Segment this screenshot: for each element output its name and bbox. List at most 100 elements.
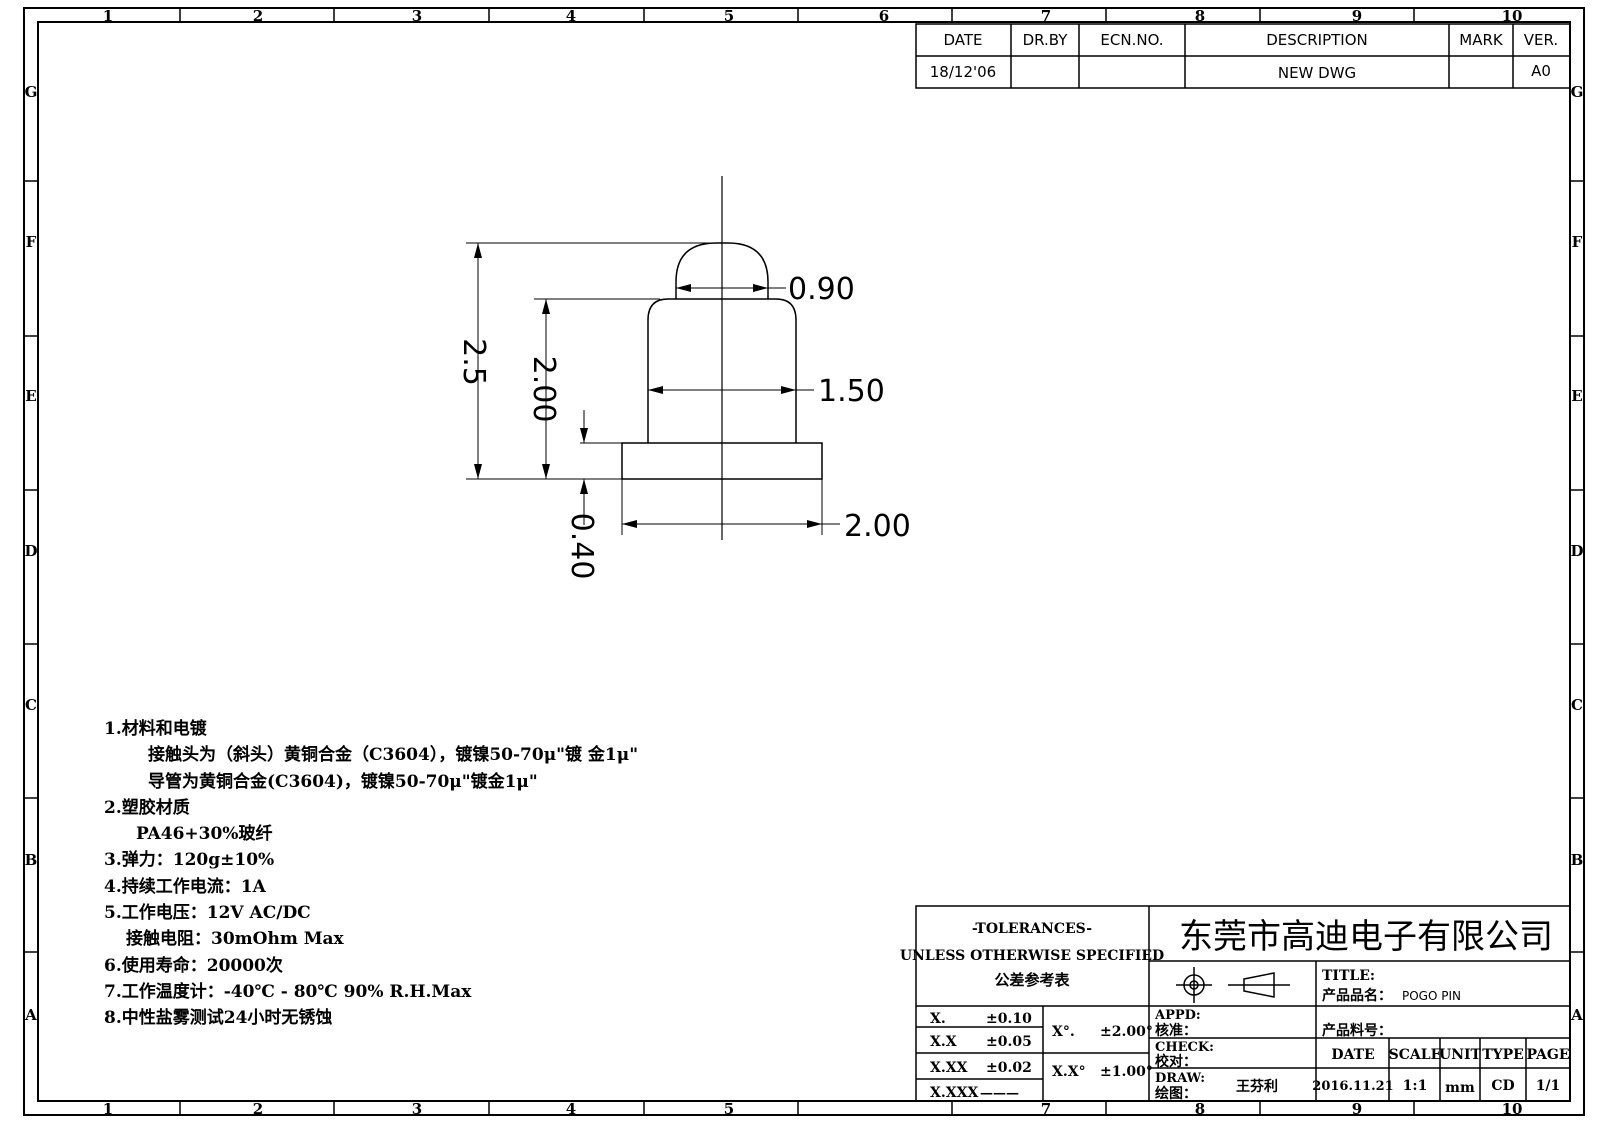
rev-header-description: DESCRIPTION [1266,31,1368,49]
note-line: 7.工作温度计：-40℃ - 80℃ 90% R.H.Max [104,981,472,1002]
col-label-bottom: 5 [724,1100,734,1118]
grid-row-labels: G F E D C B A G F E D C B A [24,83,1583,1024]
rev-description: NEW DWG [1278,64,1356,82]
product-name: POGO PIN [1402,989,1461,1003]
note-line: 8.中性盐雾测试24小时无锈蚀 [104,1008,333,1029]
tolerances-title: -TOLERANCES- [972,921,1092,937]
tolerances-subtitle-cn: 公差参考表 [994,971,1070,989]
info-header-scale: SCALE [1389,1047,1442,1063]
row-label-left: B [25,851,38,869]
tol-angular-label: X.X° [1052,1064,1086,1080]
note-line: 接触电阻：30mOhm Max [126,929,344,950]
col-label-top: 10 [1502,7,1523,25]
tol-angular-value: ±1.00° [1100,1064,1153,1080]
note-line: 2.塑胶材质 [104,797,190,818]
col-label-top: 7 [1041,7,1051,25]
appd-cn-label: 核准： [1155,1022,1197,1039]
info-header-type: TYPE [1482,1047,1524,1063]
tol-label: X.X [930,1034,957,1050]
tol-label: X.XXX [930,1085,978,1101]
draw-label: DRAW: [1155,1071,1205,1086]
tol-label: X. [930,1011,946,1027]
col-label-bottom: 1 [103,1100,113,1118]
rev-header-drby: DR.BY [1023,31,1069,49]
info-unit: mm [1445,1080,1475,1096]
dim-flange-thickness: 0.40 [564,513,599,580]
pogo-pin-outline [621,176,823,540]
title-block [915,905,1571,1102]
info-page: 1/1 [1536,1078,1561,1094]
title-label: TITLE: [1322,968,1375,984]
tip-dome [675,242,769,299]
col-label-top: 8 [1195,7,1205,25]
dimension-labels: 0.90 1.50 2.00 2.5 2.00 0.40 [456,272,911,579]
row-label-left: G [25,83,38,101]
tol-angular-label: X°. [1052,1024,1075,1040]
row-label-right: F [1572,233,1583,251]
row-label-left: E [25,387,36,405]
col-label-bottom: 4 [566,1100,576,1118]
grid-column-ticks [179,8,1415,1115]
row-label-left: D [24,542,37,560]
info-header-date: DATE [1331,1047,1374,1063]
col-label-top: 9 [1352,7,1362,25]
col-label-bottom: 2 [253,1100,263,1118]
company-name: 东莞市高迪电子有限公司 [1179,917,1553,957]
tol-angular-value: ±2.00° [1100,1024,1153,1040]
projection-symbol-icon [1176,967,1290,1003]
outer-frame [23,7,1585,1116]
grid-column-labels: 1 2 3 4 5 6 7 8 9 10 1 2 3 4 5 7 8 9 10 [103,7,1523,1118]
info-date: 2016.11.21 [1312,1079,1393,1094]
row-label-right: G [1571,83,1584,101]
dimension-arrows [474,243,822,528]
rev-header-date: DATE [943,31,982,49]
tol-value: ——— [980,1086,1019,1101]
row-label-right: C [1571,696,1583,714]
info-scale: 1:1 [1403,1078,1428,1094]
note-line: 6.使用寿命：20000次 [104,955,283,976]
inner-frame [37,21,1571,1102]
row-label-right: E [1571,387,1582,405]
product-no-cn-label: 产品料号： [1322,1022,1392,1039]
col-label-top: 2 [253,7,263,25]
row-label-left: C [25,696,37,714]
rev-version: A0 [1531,62,1551,80]
notes-list: 1.材料和电镀 接触头为（斜头）黄铜合金（C3604），镀镍50-70μ"镀 金… [104,716,638,1032]
row-label-right: D [1570,542,1583,560]
info-header-unit: UNIT [1439,1047,1482,1063]
row-label-left: A [24,1006,37,1024]
col-label-top: 5 [724,7,734,25]
info-grid: DATE SCALE UNIT TYPE PAGE 2016.11.21 1:1… [1312,1047,1569,1096]
tol-value: ±0.05 [986,1034,1032,1050]
note-line: 4.持续工作电流：1A [104,876,266,897]
dim-flange-diameter: 2.00 [844,509,911,544]
note-line: PA46+30%玻纤 [136,824,273,845]
col-label-bottom: 9 [1352,1100,1362,1118]
rev-date: 18/12'06 [930,63,996,81]
col-label-top: 4 [566,7,576,25]
row-label-right: B [1571,851,1584,869]
rev-header-ver: VER. [1524,31,1558,49]
note-line: 1.材料和电镀 [104,719,207,739]
tol-value: ±0.10 [986,1011,1032,1027]
title-info: TITLE: 产品品名： POGO PIN 产品料号： APPD: 核准： CH… [1154,968,1461,1102]
dim-total-height: 2.5 [456,338,491,386]
col-label-top: 3 [412,7,422,25]
dim-body-diameter: 1.50 [818,374,885,409]
tolerances-subtitle: UNLESS OTHERWISE SPECIFIED [900,948,1164,964]
note-line: 导管为黄铜合金(C3604)，镀镍50-70μ"镀金1μ" [148,771,538,792]
col-label-top: 6 [879,7,889,25]
info-header-page: PAGE [1527,1047,1570,1063]
col-label-bottom: 7 [1041,1100,1051,1118]
col-label-bottom: 3 [412,1100,422,1118]
appd-label: APPD: [1154,1008,1201,1023]
dim-body-height: 2.00 [526,356,561,423]
col-label-bottom: 10 [1502,1100,1523,1118]
grid-row-ticks [24,180,1584,953]
draw-cn-label: 绘图： [1155,1085,1197,1102]
tol-label: X.XX [930,1060,968,1076]
revision-table: DATE DR.BY ECN.NO. DESCRIPTION MARK VER.… [915,23,1571,89]
product-name-label: 产品品名： [1322,987,1392,1004]
rev-header-ecn: ECN.NO. [1100,31,1163,49]
info-type: CD [1491,1078,1514,1094]
